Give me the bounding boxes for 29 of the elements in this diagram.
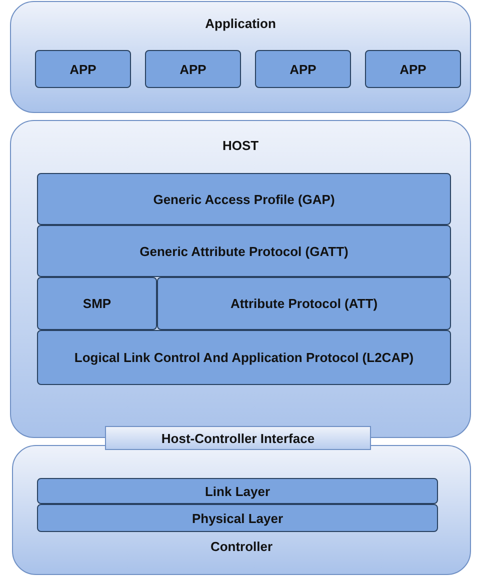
app-box	[145, 50, 241, 88]
layer-label: Link Layer	[204, 484, 272, 498]
layer-label: APP	[288, 62, 318, 76]
layer-label: Attribute Protocol (ATT)	[229, 296, 379, 311]
protocol-box	[37, 225, 451, 277]
layer-title: Application	[205, 16, 276, 31]
app-box	[35, 50, 131, 88]
layer-label: APP	[398, 62, 428, 76]
protocol-box	[37, 277, 157, 330]
interface-bar	[105, 426, 371, 450]
layer-label: SMP	[82, 296, 112, 311]
protocol-box	[37, 330, 451, 385]
layer-label: Generic Access Profile (GAP)	[152, 192, 336, 206]
protocol-box	[157, 277, 451, 330]
layer-label: APP	[178, 62, 208, 76]
layer-label: Host-Controller Interface	[160, 430, 316, 446]
app-box	[255, 50, 351, 88]
protocol-box	[37, 478, 438, 504]
layer-panel	[12, 445, 471, 575]
protocol-box	[37, 504, 438, 532]
layer-label: Logical Link Control And Application Protocol (L2CAP)	[73, 350, 415, 365]
app-box	[365, 50, 461, 88]
layer-title: Controller	[210, 539, 273, 554]
protocol-box	[37, 173, 451, 225]
layer-panel	[10, 1, 471, 113]
layer-title: HOST	[222, 138, 259, 153]
layer-label: Physical Layer	[190, 510, 284, 526]
layer-label: APP	[68, 62, 98, 76]
layer-label: Generic Attribute Protocol (GATT)	[138, 244, 350, 258]
